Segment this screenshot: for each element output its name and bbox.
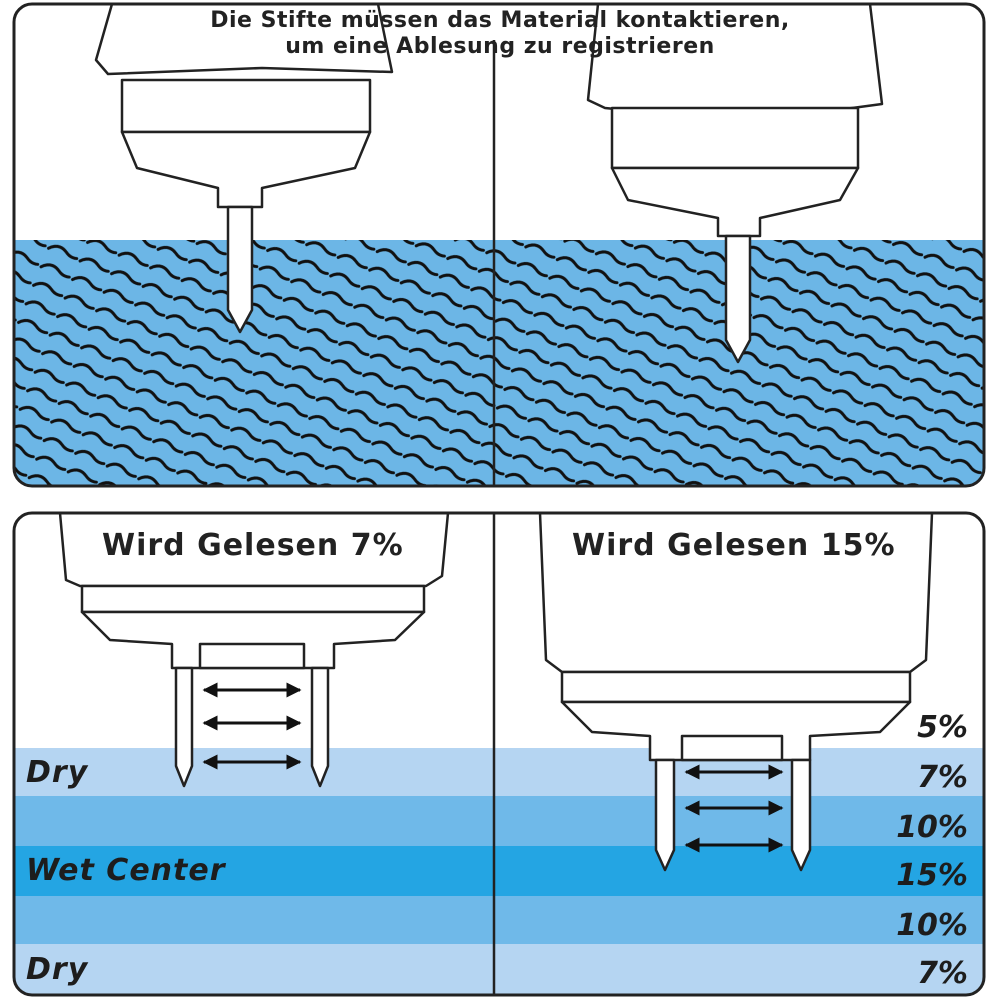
scale-value: 7% (917, 956, 968, 991)
meter-right-inserted (586, 2, 884, 364)
band-damp-bottom (14, 896, 984, 944)
caption-line-2: um eine Ablesung zu registrieren (285, 34, 715, 59)
scale-value: 15% (896, 858, 968, 893)
scale-value: 10% (896, 908, 968, 943)
current-arrows-left (202, 682, 302, 770)
scale-value: 5% (917, 710, 968, 745)
band-wet-center (14, 846, 984, 896)
scale-value: 7% (917, 760, 968, 795)
band-dry-bottom (14, 944, 984, 995)
bottom-panel-border (12, 511, 986, 997)
probe-pin-icon (654, 758, 676, 872)
zone-label-dry-bottom: Dry (26, 952, 89, 987)
bottom-panel (12, 511, 986, 997)
reading-left: Wird Gelesen 7% (102, 528, 404, 563)
probe-pin-icon (174, 666, 194, 788)
probe-pin-icon (790, 758, 812, 872)
caption-line-1: Die Stifte müssen das Material kontaktie… (210, 8, 790, 33)
top-panel-border (12, 2, 986, 488)
current-arrows-right (684, 764, 784, 853)
meter-left-contact (94, 2, 394, 334)
meter-right-deep (538, 511, 934, 872)
probe-pin-icon (226, 205, 254, 334)
band-damp-top (14, 796, 984, 846)
probe-pin-icon (310, 666, 330, 788)
meter-left-shallow (58, 511, 450, 788)
top-panel (12, 2, 986, 488)
zone-label-wet-center: Wet Center (26, 853, 226, 888)
material-texture (14, 240, 984, 486)
band-dry-top (14, 748, 984, 796)
scale-value: 10% (896, 810, 968, 845)
probe-pin-icon (724, 234, 752, 364)
zone-label-dry-top: Dry (26, 755, 89, 790)
reading-right: Wird Gelesen 15% (572, 528, 896, 563)
